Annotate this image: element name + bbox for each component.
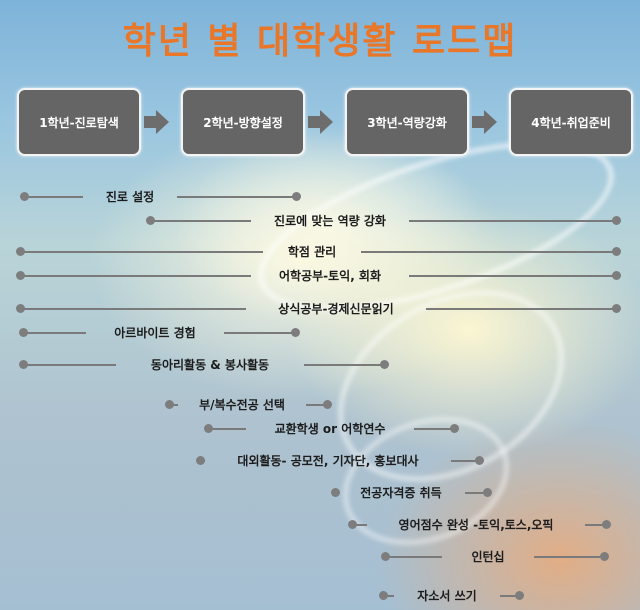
arrow-right-icon	[472, 110, 498, 134]
timeline-end-dot-icon	[600, 552, 609, 561]
timeline-line	[500, 595, 520, 597]
stage-label: 2학년-방향설정	[203, 115, 283, 130]
timeline-start-dot-icon	[379, 591, 388, 600]
activity-row: 전공자격증 취득	[331, 485, 492, 501]
timeline-end-dot-icon	[450, 424, 459, 433]
activity-row: 부/복수전공 선택	[165, 397, 332, 413]
activity-row: 아르바이트 경험	[19, 325, 300, 341]
timeline-end-dot-icon	[612, 304, 621, 313]
activity-label: 대외활동- 공모전, 기자단, 홍보대사	[237, 454, 419, 468]
timeline-line	[23, 332, 86, 334]
activity-row: 교환학생 or 어학연수	[204, 421, 459, 437]
activity-row: 영어점수 완성 -토익,토스,오픽	[348, 517, 611, 533]
timeline-line	[208, 428, 246, 430]
timeline-line	[24, 196, 83, 198]
timeline-line	[306, 404, 328, 406]
timeline-line	[352, 524, 367, 526]
activity-label: 전공자격증 취득	[360, 486, 442, 500]
timeline-line	[451, 460, 480, 462]
activity-row: 학점 관리	[16, 244, 621, 260]
activity-label: 영어점수 완성 -토익,토스,오픽	[398, 518, 554, 532]
stage-label: 3학년-역량강화	[367, 115, 447, 130]
timeline-line	[20, 251, 263, 253]
activity-label: 상식공부-경제신문읽기	[278, 302, 394, 316]
timeline-line	[409, 275, 617, 277]
timeline-line	[20, 308, 246, 310]
stage-box-year-2: 2학년-방향설정	[181, 88, 305, 156]
activity-row: 상식공부-경제신문읽기	[16, 301, 621, 317]
timeline-line	[385, 556, 442, 558]
timeline-end-dot-icon	[612, 247, 621, 256]
timeline-line	[426, 308, 617, 310]
stage-box-year-3: 3학년-역량강화	[345, 88, 469, 156]
activity-label: 교환학생 or 어학연수	[274, 422, 386, 436]
timeline-line	[585, 524, 607, 526]
timeline-start-dot-icon	[196, 456, 205, 465]
activity-row: 동아리활동 & 봉사활동	[19, 357, 389, 373]
timeline-start-dot-icon	[331, 488, 340, 497]
timeline-line	[177, 196, 297, 198]
activity-label: 동아리활동 & 봉사활동	[150, 358, 270, 372]
activity-row: 어학공부-토익, 회화	[16, 268, 621, 284]
timeline-line	[361, 251, 617, 253]
timeline-end-dot-icon	[602, 520, 611, 529]
arrow-right-icon	[308, 110, 334, 134]
stage-label: 4학년-취업준비	[531, 115, 611, 130]
timeline-start-dot-icon	[16, 271, 25, 280]
activity-label: 아르바이트 경험	[114, 326, 196, 340]
timeline-end-dot-icon	[475, 456, 484, 465]
timeline-start-dot-icon	[20, 192, 29, 201]
timeline-start-dot-icon	[348, 520, 357, 529]
timeline-line	[409, 220, 617, 222]
timeline-line	[534, 556, 605, 558]
timeline-line	[465, 492, 488, 494]
activity-label: 인턴십	[471, 550, 505, 564]
timeline-start-dot-icon	[146, 216, 155, 225]
timeline-line	[383, 595, 394, 597]
activity-row: 대외활동- 공모전, 기자단, 홍보대사	[196, 453, 484, 469]
timeline-line	[304, 364, 385, 366]
activity-label: 진로에 맞는 역량 강화	[274, 214, 386, 228]
timeline-end-dot-icon	[612, 271, 621, 280]
timeline-line	[414, 428, 455, 430]
timeline-line	[20, 275, 251, 277]
activity-row: 진로 설정	[20, 189, 301, 205]
stage-box-year-1: 1학년-진로탐색	[17, 88, 141, 156]
activity-row: 자소서 쓰기	[379, 588, 524, 604]
timeline-end-dot-icon	[292, 192, 301, 201]
stage-box-year-4: 4학년-취업준비	[509, 88, 633, 156]
timeline-start-dot-icon	[16, 247, 25, 256]
timeline-start-dot-icon	[204, 424, 213, 433]
timeline-line	[23, 364, 116, 366]
activity-row: 인턴십	[381, 549, 609, 565]
timeline-start-dot-icon	[165, 400, 174, 409]
activity-label: 진로 설정	[105, 190, 155, 204]
activity-label: 부/복수전공 선택	[199, 398, 285, 412]
timeline-start-dot-icon	[19, 328, 28, 337]
timeline-start-dot-icon	[16, 304, 25, 313]
timeline-end-dot-icon	[612, 216, 621, 225]
timeline-end-dot-icon	[380, 360, 389, 369]
arrow-right-icon	[144, 110, 170, 134]
activity-label: 자소서 쓰기	[417, 589, 477, 603]
activity-label: 학점 관리	[287, 245, 337, 259]
activity-label: 어학공부-토익, 회화	[278, 269, 382, 283]
stage-label: 1학년-진로탐색	[39, 115, 119, 130]
timeline-end-dot-icon	[483, 488, 492, 497]
timeline-line	[150, 220, 251, 222]
timeline-start-dot-icon	[381, 552, 390, 561]
timeline-end-dot-icon	[291, 328, 300, 337]
activity-row: 진로에 맞는 역량 강화	[146, 213, 621, 229]
timeline-line	[224, 332, 296, 334]
timeline-start-dot-icon	[19, 360, 28, 369]
page-title: 학년 별 대학생활 로드맵	[122, 21, 518, 62]
timeline-end-dot-icon	[515, 591, 524, 600]
timeline-end-dot-icon	[323, 400, 332, 409]
